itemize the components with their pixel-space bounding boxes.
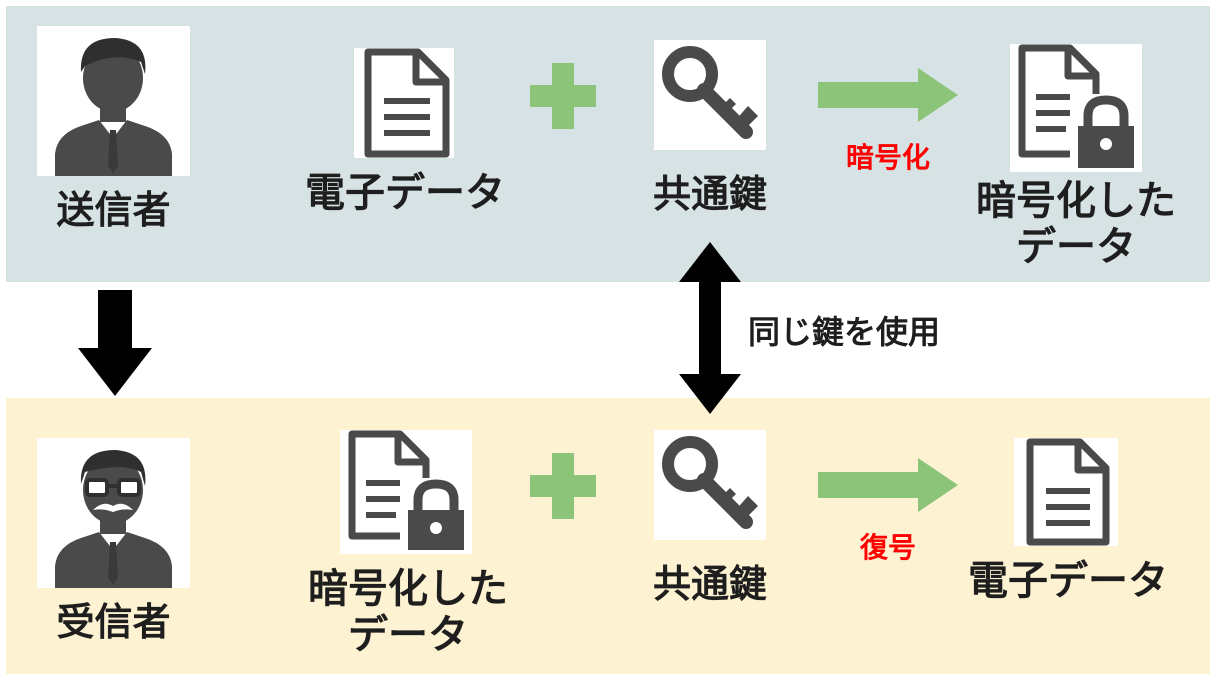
plus-icon: [530, 453, 596, 519]
key-box-bottom: [654, 430, 766, 540]
receiver-avatar-box: [37, 438, 190, 588]
bottom-data-label: 暗号化したデータ: [308, 566, 508, 658]
receiver-band: [6, 398, 1210, 674]
top-data-label: 電子データ: [305, 170, 505, 216]
locked-doc-box-bottom: [340, 430, 472, 554]
key-icon: [662, 436, 758, 529]
sender-band: [6, 6, 1210, 282]
receiver-label: 受信者: [56, 600, 171, 644]
same-key-label: 同じ鍵を使用: [748, 313, 941, 351]
locked-document-icon: [348, 430, 472, 554]
down-arrow-icon: [78, 290, 152, 396]
top-result-label: 暗号化したデータ: [976, 178, 1176, 270]
document-icon: [1026, 438, 1110, 546]
businessman-icon: [55, 38, 172, 176]
sender-label: 送信者: [56, 188, 171, 232]
doc-box-bottom: [1014, 438, 1118, 546]
encrypt-label: 暗号化: [845, 141, 930, 174]
sender-avatar-box: [37, 26, 190, 176]
top-key-label: 共通鍵: [652, 172, 767, 216]
mustache-man-icon: [55, 450, 172, 588]
encrypt-arrow-icon: [818, 68, 958, 122]
locked-doc-box-top: [1010, 44, 1142, 172]
locked-document-icon: [1018, 44, 1142, 172]
key-icon: [662, 46, 758, 139]
bottom-key-label: 共通鍵: [652, 562, 767, 606]
bottom-result-label: 電子データ: [968, 558, 1168, 604]
key-box-top: [654, 40, 766, 150]
decrypt-label: 復号: [859, 531, 916, 564]
doc-box-top: [354, 48, 454, 158]
document-icon: [364, 48, 450, 158]
double-arrow-icon: [679, 242, 741, 414]
decrypt-arrow-icon: [818, 458, 958, 512]
plus-icon: [530, 63, 596, 129]
